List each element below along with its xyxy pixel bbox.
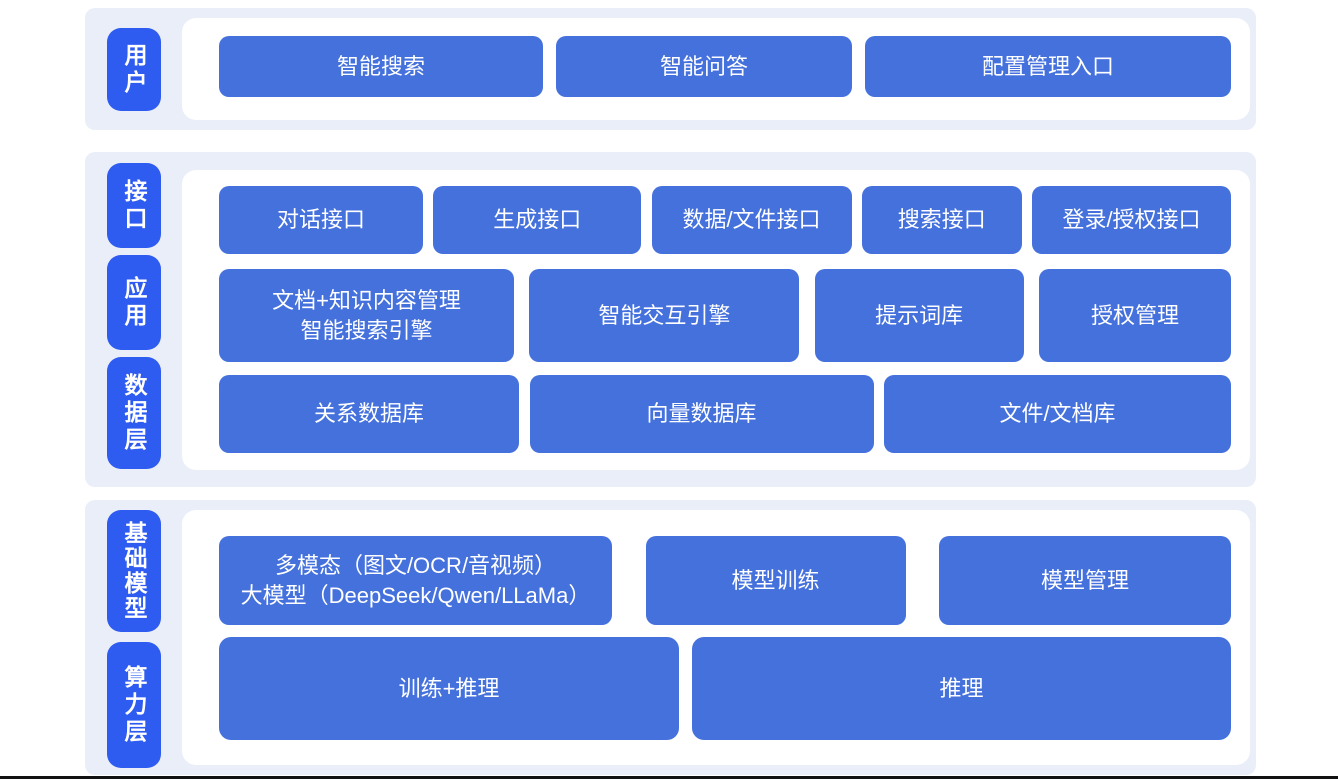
node-relational-database: 关系数据库 (219, 375, 519, 453)
node-config-management-entry: 配置管理入口 (865, 36, 1231, 97)
model-row: 多模态（图文/OCR/音视频） 大模型（DeepSeek/Qwen/LLaMa）… (219, 536, 1231, 625)
node-data-file-api: 数据/文件接口 (651, 186, 852, 254)
node-file-document-store: 文件/文档库 (884, 375, 1231, 453)
section-user-layer: 用户 智能搜索 智能问答 配置管理入口 (85, 8, 1256, 130)
node-line2: 大模型（DeepSeek/Qwen/LLaMa） (240, 582, 591, 608)
node-model-training: 模型训练 (645, 536, 906, 625)
platform-label-column: 接口 应用 数据层 (107, 163, 161, 469)
node-line2: 智能搜索引擎 (300, 317, 433, 343)
node-smart-qa: 智能问答 (556, 36, 852, 97)
user-layer-panel: 智能搜索 智能问答 配置管理入口 (182, 18, 1250, 120)
layer-label-foundation-model: 基础模型 (107, 510, 161, 632)
user-layer-label-column: 用户 (107, 28, 161, 111)
node-line1: 多模态（图文/OCR/音视频） (274, 552, 557, 578)
node-training-inference: 训练+推理 (219, 637, 679, 740)
node-dialog-api: 对话接口 (219, 186, 423, 254)
node-inference: 推理 (692, 637, 1231, 740)
node-prompt-library: 提示词库 (814, 269, 1024, 362)
node-smart-interaction-engine: 智能交互引擎 (529, 269, 800, 362)
bottom-divider-line (0, 776, 1338, 779)
layer-label-interface: 接口 (107, 163, 161, 248)
section-foundation-layers: 基础模型 算力层 多模态（图文/OCR/音视频） 大模型（DeepSeek/Qw… (85, 500, 1256, 775)
node-multimodal-llm: 多模态（图文/OCR/音视频） 大模型（DeepSeek/Qwen/LLaMa） (219, 536, 612, 625)
node-search-api: 搜索接口 (861, 186, 1022, 254)
node-model-management: 模型管理 (939, 536, 1231, 625)
interface-row: 对话接口 生成接口 数据/文件接口 搜索接口 登录/授权接口 (219, 186, 1231, 254)
node-authorization-management: 授权管理 (1038, 269, 1231, 362)
user-layer-row: 智能搜索 智能问答 配置管理入口 (219, 36, 1231, 97)
node-generation-api: 生成接口 (433, 186, 642, 254)
compute-row: 训练+推理 推理 (219, 637, 1231, 740)
layer-label-data: 数据层 (107, 357, 161, 469)
node-doc-knowledge-search-engine: 文档+知识内容管理 智能搜索引擎 (219, 269, 514, 362)
node-line1: 文档+知识内容管理 (272, 287, 461, 313)
layer-label-application: 应用 (107, 255, 161, 350)
node-login-auth-api: 登录/授权接口 (1032, 186, 1231, 254)
data-row: 关系数据库 向量数据库 文件/文档库 (219, 375, 1231, 453)
layer-label-compute: 算力层 (107, 642, 161, 768)
section-platform-layers: 接口 应用 数据层 对话接口 生成接口 数据/文件接口 搜索接口 登录/授权接口… (85, 152, 1256, 487)
foundation-panel: 多模态（图文/OCR/音视频） 大模型（DeepSeek/Qwen/LLaMa）… (182, 510, 1250, 765)
foundation-label-column: 基础模型 算力层 (107, 510, 161, 768)
node-smart-search: 智能搜索 (219, 36, 543, 97)
application-row: 文档+知识内容管理 智能搜索引擎 智能交互引擎 提示词库 授权管理 (219, 269, 1231, 362)
layer-label-user: 用户 (107, 28, 161, 111)
node-vector-database: 向量数据库 (529, 375, 874, 453)
platform-panel: 对话接口 生成接口 数据/文件接口 搜索接口 登录/授权接口 文档+知识内容管理… (182, 170, 1250, 470)
